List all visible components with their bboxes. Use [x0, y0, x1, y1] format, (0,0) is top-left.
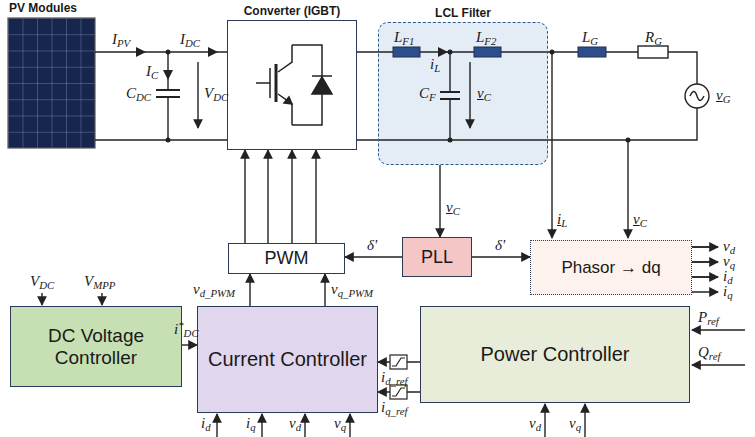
signal-label: vG	[716, 88, 730, 103]
process-box: Phasor → dq	[530, 240, 692, 295]
connector-line	[345, 256, 402, 257]
process-box: Current Controller	[197, 306, 378, 413]
signal-label: IC	[146, 64, 158, 79]
signal-arrow	[325, 274, 326, 306]
signal-label: CF	[419, 86, 436, 101]
connector-line	[244, 150, 245, 243]
signal-label: iL	[557, 212, 567, 227]
signal-label: vq	[569, 416, 581, 431]
current-arrows	[136, 47, 631, 143]
signal-arrow	[250, 274, 251, 306]
block-heading: Converter (IGBT)	[228, 4, 356, 18]
process-box: PLL	[402, 237, 472, 277]
signal-label: RG	[645, 30, 662, 45]
igbt-symbol	[256, 45, 332, 125]
signal-label: VDC	[204, 86, 228, 101]
block-title: PWM	[265, 248, 309, 269]
block-title: Power Controller	[481, 343, 630, 366]
signal-label: vq	[723, 254, 735, 269]
edge-label: δ'	[495, 238, 505, 253]
signal-label: vq	[334, 416, 346, 431]
block-title: Current Controller	[208, 348, 367, 371]
signal-label: vd	[529, 416, 541, 431]
connector-line	[472, 256, 530, 257]
connector-line	[315, 150, 316, 243]
connector-line	[249, 274, 250, 306]
signal-label: IPV	[112, 32, 130, 47]
block-heading: LCL Filter	[379, 6, 547, 20]
signal-label: LG	[582, 30, 598, 45]
signal-label: vd	[289, 416, 301, 431]
edge-label: δ'	[367, 238, 377, 253]
signal-label: id	[201, 416, 211, 431]
signal-label: vd	[723, 239, 735, 254]
signal-arrow	[472, 257, 530, 258]
labelled-region: PV Modules	[8, 18, 95, 148]
resistor-symbol	[638, 46, 668, 58]
connector-line	[291, 150, 292, 243]
signal-label: LF2	[476, 30, 496, 45]
block-title: PLL	[421, 247, 453, 268]
signal-label: Qref	[698, 345, 720, 360]
signal-arrow	[182, 345, 197, 346]
signal-label: VDC	[30, 274, 54, 289]
signal-label: iq	[246, 416, 256, 431]
process-box: DC Voltage Controller	[10, 306, 182, 387]
signal-label: id	[723, 269, 733, 284]
edge-label: id_ref	[381, 370, 408, 385]
connector-line	[324, 274, 325, 306]
edge-label: vq_PWM	[331, 282, 373, 297]
block-title: DC Voltage Controller	[11, 325, 181, 369]
connector-line	[267, 150, 268, 243]
signal-label: IDC	[180, 32, 200, 47]
signal-label: iq	[723, 284, 733, 299]
edge-label: vd_PWM	[193, 282, 235, 297]
pv-panel	[8, 18, 95, 148]
edge-label: iq_ref	[381, 400, 408, 415]
process-box: Power Controller	[420, 306, 690, 403]
signal-label: vC	[633, 212, 647, 227]
signal-label: LF1	[394, 30, 414, 45]
edge-label: vC	[446, 200, 460, 215]
process-box: PWM	[228, 243, 345, 274]
connector-line	[439, 165, 440, 237]
edge-label: i*DC	[174, 322, 199, 337]
signal-label: iL	[430, 57, 440, 72]
capacitor-symbol	[156, 90, 460, 99]
signal-label: VMPP	[84, 274, 115, 289]
connector-line	[182, 344, 197, 345]
signal-arrow	[345, 257, 402, 258]
grid-source	[685, 84, 709, 108]
signal-label: CDC	[126, 86, 151, 101]
filter-ground	[378, 22, 548, 165]
signal-label: vC	[477, 86, 491, 101]
block-title: Phasor → dq	[561, 258, 660, 278]
block-heading: PV Modules	[9, 1, 77, 15]
signal-arrow	[245, 150, 316, 243]
inductor-symbol	[393, 47, 606, 57]
signal-arrow	[440, 165, 441, 237]
labelled-region: Converter (IGBT)	[227, 20, 357, 150]
signal-label: Pref	[698, 310, 719, 325]
